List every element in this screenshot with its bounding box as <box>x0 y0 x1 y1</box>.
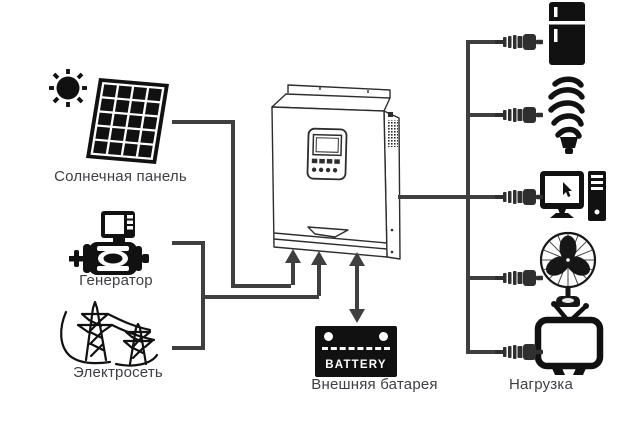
tv-icon <box>534 301 604 375</box>
power-plug-icon <box>495 34 543 50</box>
cfl-bulb-icon <box>548 76 585 154</box>
battery-terminal <box>324 332 333 341</box>
arrowheads <box>285 249 365 323</box>
power-grid-icon <box>60 300 159 367</box>
battery-label: Внешняя батарея <box>311 376 438 393</box>
refrigerator-icon <box>549 2 585 65</box>
load-bus-line <box>466 40 497 354</box>
sun-icon <box>49 69 87 107</box>
inverter-display <box>306 127 348 181</box>
generator-label: Генератор <box>79 272 153 289</box>
battery-terminal <box>379 332 388 341</box>
computer-icon <box>540 171 606 221</box>
solar-panel-icon <box>85 78 169 164</box>
fan-icon <box>539 231 597 307</box>
inverter-icon <box>271 84 401 260</box>
battery-text: BATTERY <box>325 359 387 371</box>
power-plug-icon <box>495 270 543 286</box>
power-plug-icon <box>495 189 543 205</box>
power-plug-icon <box>495 344 543 360</box>
battery-divider <box>322 347 390 350</box>
power-grid-label: Электросеть <box>73 364 163 381</box>
power-plug-icon <box>495 107 543 123</box>
load-label: Нагрузка <box>508 376 574 393</box>
cursor-icon <box>563 182 572 197</box>
battery-icon: BATTERY <box>315 326 397 377</box>
solar-to-inverter-line <box>172 120 291 288</box>
solar-panel-label: Солнечная панель <box>54 168 187 185</box>
generator-icon <box>69 211 149 275</box>
generator-grid-trunk-line <box>172 241 205 350</box>
